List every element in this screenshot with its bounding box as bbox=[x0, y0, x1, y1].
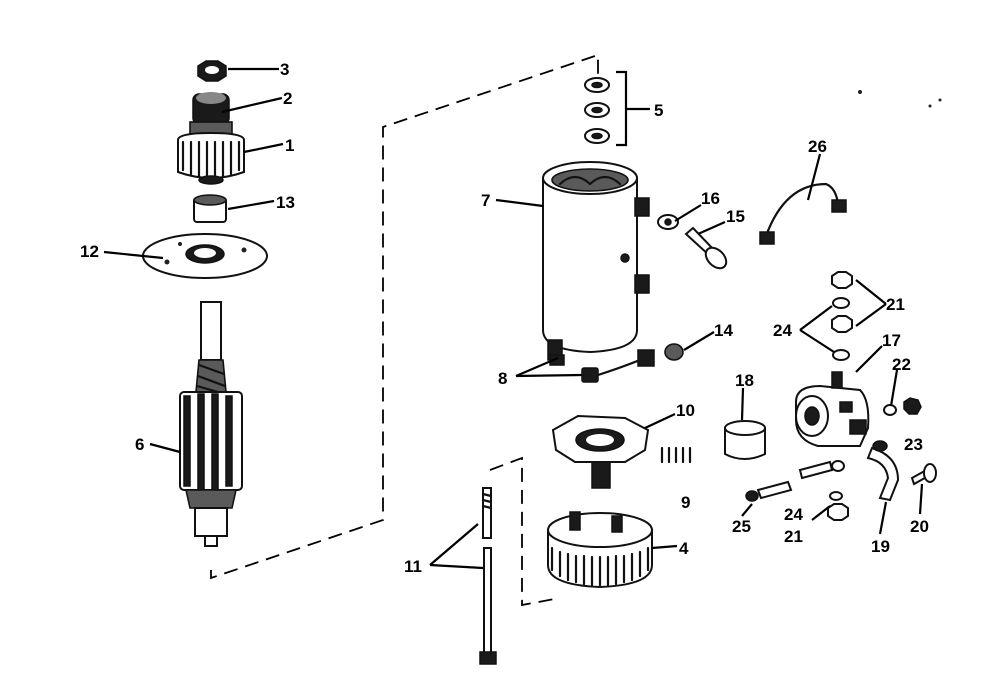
part-boot bbox=[724, 420, 766, 460]
callout-24-top: 24 bbox=[773, 321, 792, 340]
part-end-cap bbox=[547, 511, 653, 589]
part-bracket-screw bbox=[866, 440, 937, 502]
callout-12: 12 bbox=[80, 242, 99, 261]
part-washer-bolt bbox=[657, 214, 728, 270]
part-springs bbox=[660, 446, 692, 464]
callout-14: 14 bbox=[714, 321, 733, 340]
part-nut-top bbox=[197, 60, 227, 82]
part-wire-lead bbox=[759, 182, 847, 245]
callout-6: 6 bbox=[135, 435, 144, 454]
part-end-plate bbox=[142, 233, 268, 279]
callout-20: 20 bbox=[910, 517, 929, 536]
assembly-guide-lines bbox=[210, 53, 599, 607]
part-spacer bbox=[193, 194, 227, 223]
callout-25: 25 bbox=[732, 517, 751, 536]
callout-15: 15 bbox=[726, 207, 745, 226]
callout-3: 3 bbox=[280, 60, 289, 79]
callout-10: 10 bbox=[676, 401, 695, 420]
callout-labels: 3 2 1 13 12 6 5 7 16 15 26 21 24 14 17 2… bbox=[80, 60, 929, 576]
callout-11: 11 bbox=[404, 557, 422, 576]
callout-21-bottom: 21 bbox=[784, 527, 803, 546]
scan-specks bbox=[858, 90, 942, 108]
bracket-washers bbox=[616, 70, 650, 147]
callout-22: 22 bbox=[892, 355, 911, 374]
part-washers bbox=[584, 77, 610, 144]
part-lower-hardware bbox=[745, 460, 849, 521]
callout-16: 16 bbox=[701, 189, 720, 208]
part-solenoid bbox=[795, 371, 870, 447]
callout-2: 2 bbox=[283, 89, 292, 108]
callout-17: 17 bbox=[882, 331, 901, 350]
part-armature bbox=[179, 301, 243, 547]
part-drive-pinion bbox=[177, 92, 245, 185]
callout-19: 19 bbox=[871, 537, 890, 556]
callout-26: 26 bbox=[808, 137, 827, 156]
callout-21-top: 21 bbox=[886, 295, 905, 314]
callout-7: 7 bbox=[481, 191, 490, 210]
callout-9: 9 bbox=[681, 493, 690, 512]
part-nuts-washers-top bbox=[831, 271, 853, 361]
part-brush-plate bbox=[551, 414, 650, 489]
part-through-bolts bbox=[479, 487, 497, 665]
part-field-frame bbox=[542, 161, 650, 361]
part-brush-leads bbox=[549, 343, 684, 383]
callout-1: 1 bbox=[285, 136, 294, 155]
callout-5: 5 bbox=[654, 101, 663, 120]
callout-4: 4 bbox=[679, 539, 689, 558]
callout-23: 23 bbox=[904, 435, 923, 454]
part-nut-washer-side bbox=[883, 397, 922, 416]
callout-18: 18 bbox=[735, 371, 754, 390]
callout-13: 13 bbox=[276, 193, 295, 212]
callout-8: 8 bbox=[498, 369, 507, 388]
leader-lines bbox=[103, 67, 924, 570]
callout-24-bottom: 24 bbox=[784, 505, 803, 524]
